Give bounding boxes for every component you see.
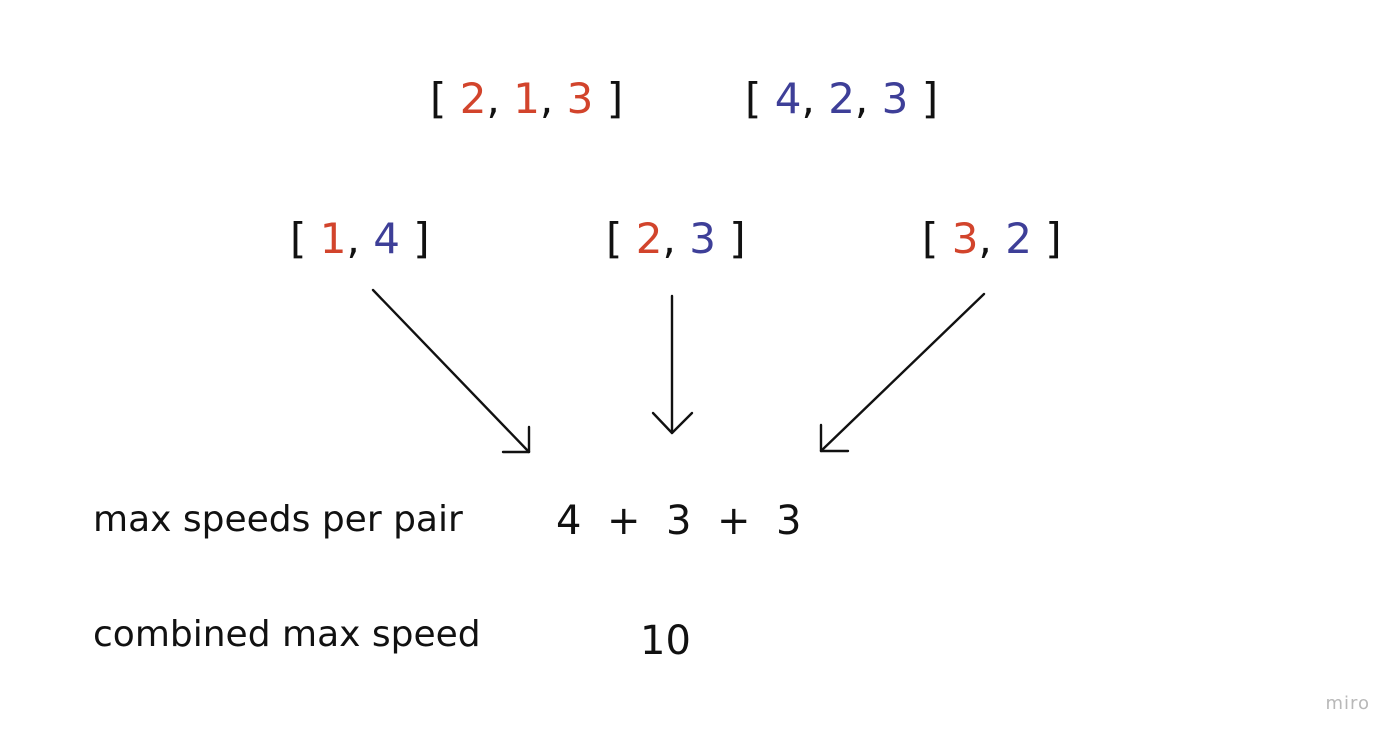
array-element: 3 bbox=[881, 74, 909, 123]
array-element: 4 bbox=[774, 74, 802, 123]
pair-one: [ 1, 4 ] bbox=[290, 218, 430, 260]
combined-label: combined max speed bbox=[93, 614, 481, 655]
comma: , bbox=[539, 74, 567, 123]
array-element: 1 bbox=[513, 74, 540, 123]
bracket-open: [ bbox=[745, 74, 775, 123]
bracket-close: ] bbox=[593, 74, 624, 123]
array-element: 2 bbox=[459, 74, 487, 123]
bracket-close: ] bbox=[1031, 214, 1062, 263]
pair-three: [ 3, 2 ] bbox=[922, 218, 1062, 260]
bracket-open: [ bbox=[606, 214, 636, 263]
bracket-close: ] bbox=[715, 214, 746, 263]
bracket-close: ] bbox=[399, 214, 430, 263]
sum-expression: 4 + 3 + 3 bbox=[556, 498, 802, 544]
array-two: [ 4, 2, 3 ] bbox=[745, 78, 938, 120]
pair-element: 3 bbox=[951, 214, 979, 263]
pair-element: 2 bbox=[1005, 214, 1032, 263]
comma: , bbox=[346, 214, 374, 263]
watermark: miro bbox=[1325, 693, 1370, 714]
pair-two: [ 2, 3 ] bbox=[606, 218, 746, 260]
comma: , bbox=[801, 74, 829, 123]
pair-element: 2 bbox=[635, 214, 663, 263]
bracket-close: ] bbox=[908, 74, 939, 123]
comma: , bbox=[662, 214, 690, 263]
pair-element: 1 bbox=[319, 214, 347, 263]
arrow-pair-one bbox=[371, 288, 531, 454]
combined-total: 10 bbox=[640, 618, 691, 664]
bracket-open: [ bbox=[290, 214, 320, 263]
array-one: [ 2, 1, 3 ] bbox=[430, 78, 623, 120]
pair-element: 3 bbox=[689, 214, 716, 263]
array-element: 3 bbox=[566, 74, 594, 123]
bracket-open: [ bbox=[430, 74, 460, 123]
comma: , bbox=[854, 74, 882, 123]
pair-element: 4 bbox=[373, 214, 400, 263]
bracket-open: [ bbox=[922, 214, 952, 263]
comma: , bbox=[978, 214, 1006, 263]
max-speeds-label: max speeds per pair bbox=[93, 499, 463, 540]
comma: , bbox=[486, 74, 514, 123]
arrow-pair-two bbox=[651, 294, 694, 435]
arrow-pair-three bbox=[819, 292, 986, 453]
array-element: 2 bbox=[828, 74, 855, 123]
